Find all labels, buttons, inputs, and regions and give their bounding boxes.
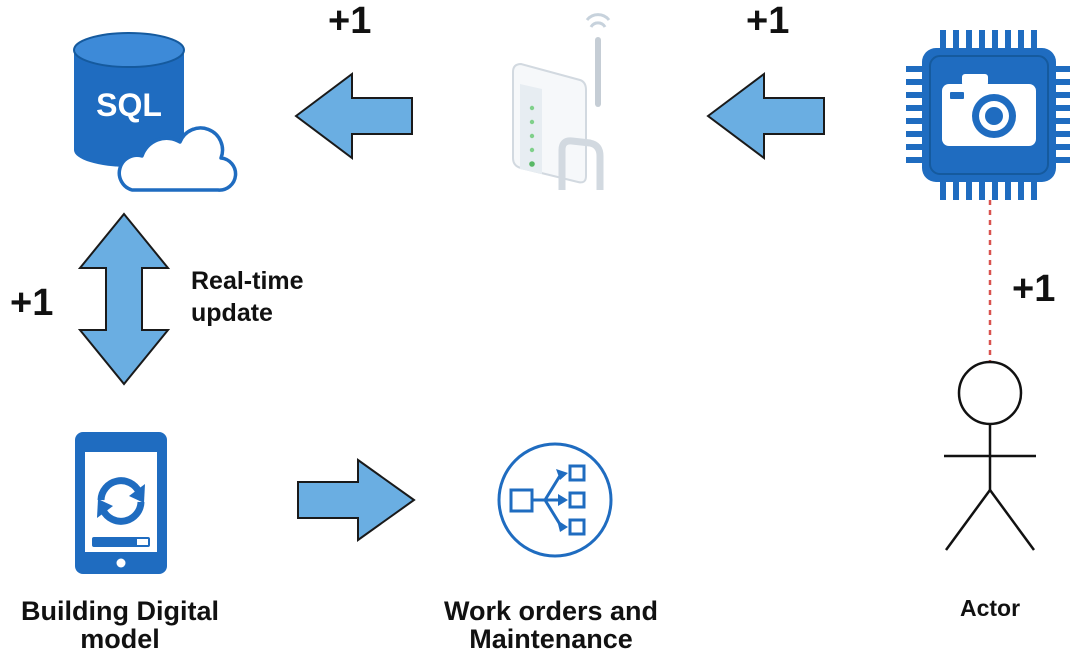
double-arrow-realtime-update bbox=[77, 212, 171, 386]
work-orders-caption-line2: Maintenance bbox=[469, 624, 633, 652]
arrow-camera-to-router bbox=[706, 72, 825, 160]
actor-caption: Actor bbox=[959, 595, 1021, 621]
wifi-router-icon bbox=[512, 13, 611, 190]
workflow-arrowheads bbox=[556, 469, 568, 532]
building-model-caption-line1: Building Digital bbox=[21, 596, 219, 626]
sql-cloud-database-icon: SQL bbox=[73, 32, 238, 192]
arrow-router-to-sql bbox=[294, 72, 413, 160]
work-orders-caption-line1: Work orders and bbox=[443, 596, 659, 626]
building-model-caption-line2: model bbox=[80, 624, 160, 652]
workflow-icon bbox=[497, 442, 613, 558]
arrow-building-to-workorders bbox=[297, 458, 416, 542]
tablet-sync-icon bbox=[75, 432, 167, 574]
increment-label-right: +1 bbox=[1012, 268, 1056, 310]
realtime-update-label-line2: update bbox=[191, 299, 273, 327]
realtime-update-label-line1: Real-time bbox=[191, 267, 304, 295]
increment-label-left: +1 bbox=[10, 282, 54, 324]
increment-label-top-left: +1 bbox=[328, 0, 372, 42]
increment-label-top-right: +1 bbox=[746, 0, 790, 42]
iot-camera-chip-icon bbox=[906, 30, 1070, 200]
svg-text:SQL: SQL bbox=[96, 87, 162, 123]
stick-figure-actor-icon bbox=[944, 360, 1036, 551]
